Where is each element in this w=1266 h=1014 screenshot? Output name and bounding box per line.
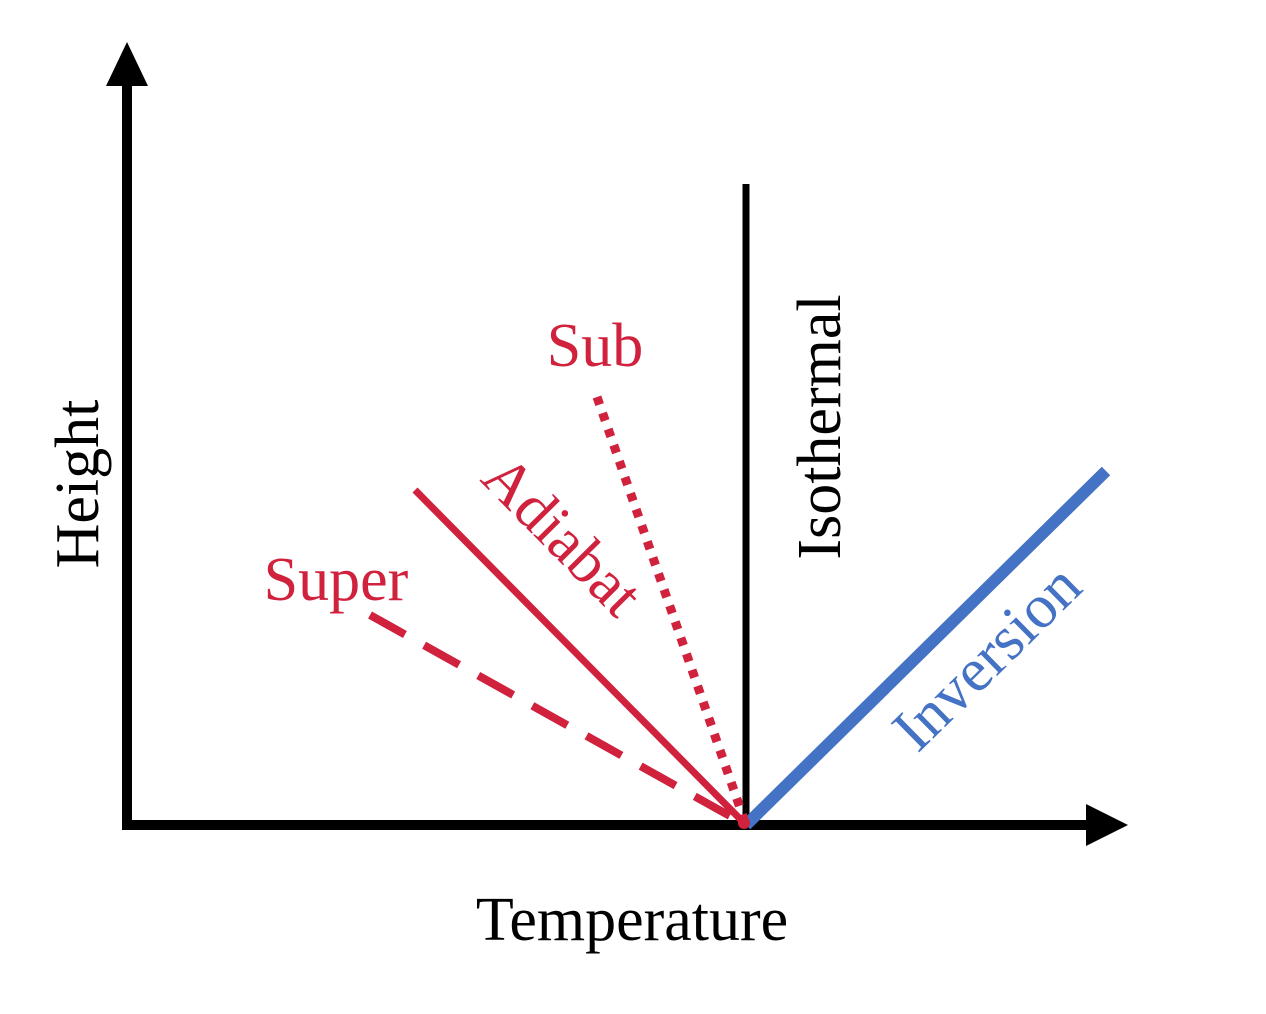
super-line — [368, 611, 748, 829]
x-axis — [122, 804, 1128, 846]
x-axis-label: Temperature — [476, 886, 788, 954]
isothermal-label: Isothermal — [786, 294, 854, 559]
super-label: Super — [264, 546, 409, 614]
adiabat-label: Adiabat — [469, 442, 655, 629]
y-axis-arrowhead — [106, 42, 148, 86]
adiabat-line — [412, 487, 749, 828]
x-axis-arrowhead — [1086, 804, 1128, 846]
origin-point — [738, 817, 750, 829]
inversion-line — [741, 466, 1111, 830]
sub-line — [592, 395, 751, 827]
y-axis-label: Height — [44, 400, 112, 569]
y-axis — [106, 42, 148, 830]
sub-label: Sub — [547, 312, 643, 380]
